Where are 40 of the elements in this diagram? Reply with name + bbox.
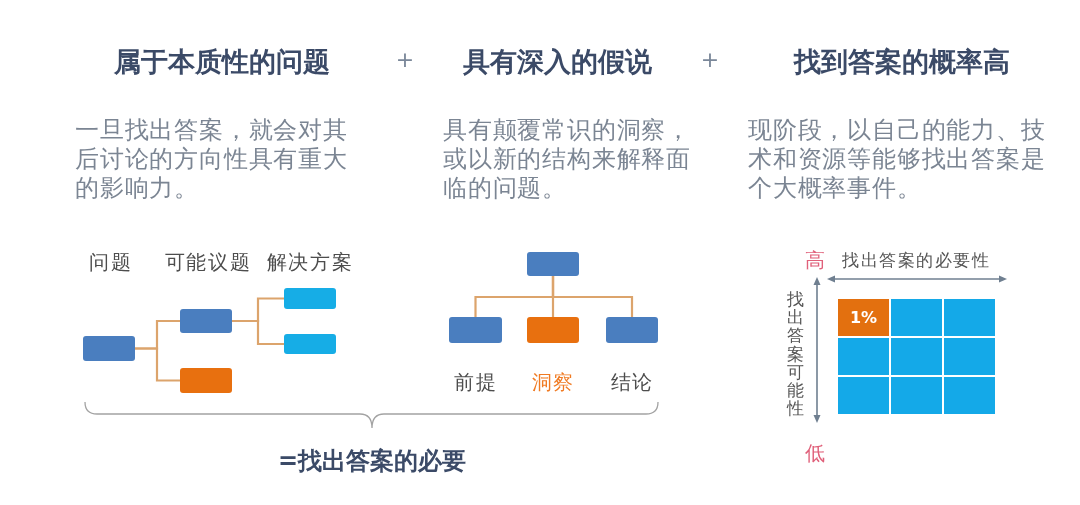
tree-box [83, 336, 135, 361]
column-heading: 属于本质性的问题 [114, 46, 330, 78]
grid-cell [944, 299, 995, 336]
tree-box [527, 252, 579, 276]
grid-cell [944, 377, 995, 414]
plus-sign: + [700, 47, 720, 73]
axis-end-label: 高 [805, 248, 825, 272]
connector-line [551, 276, 634, 317]
column-label: 可能议题 [164, 250, 252, 274]
grid-cell [891, 299, 942, 336]
grid-cell [944, 338, 995, 375]
box-caption: 结论 [610, 370, 654, 394]
connector-line [135, 347, 180, 382]
column-label: 解决方案 [266, 250, 354, 274]
box-caption: 前提 [454, 370, 497, 394]
description-text: 具有颠覆常识的洞察，或以新的结构来解释面临的问题。 [443, 116, 692, 203]
tree-box [284, 334, 336, 354]
grid-cell: 1% [838, 299, 889, 336]
tree-box [449, 317, 502, 343]
axis-title: 找出答案可能性 [786, 290, 805, 418]
box-caption: 洞察 [531, 370, 575, 394]
column-heading: 找到答案的概率高 [794, 46, 1010, 78]
plus-sign: + [395, 47, 415, 73]
connector-line [232, 319, 284, 346]
tree-box [527, 317, 579, 343]
summary-text: =找出答案的必要 [277, 448, 467, 476]
axis-end-label: 低 [805, 441, 825, 465]
grid-cell [891, 377, 942, 414]
axis-title: 找出答案的必要性 [842, 251, 990, 271]
tree-box [180, 368, 232, 393]
grid-cell [891, 338, 942, 375]
description-text: 一旦找出答案，就会对其后讨论的方向性具有重大的影响力。 [75, 116, 349, 203]
column-label: 问题 [89, 250, 133, 274]
grid-cell [838, 338, 889, 375]
tree-box [606, 317, 658, 343]
description-text: 现阶段，以自己的能力、技术和资源等能够找出答案是个大概率事件。 [748, 116, 1047, 203]
column-heading: 具有深入的假说 [462, 46, 652, 78]
tree-box [180, 309, 232, 333]
grid-cell [838, 377, 889, 414]
tree-box [284, 288, 336, 309]
